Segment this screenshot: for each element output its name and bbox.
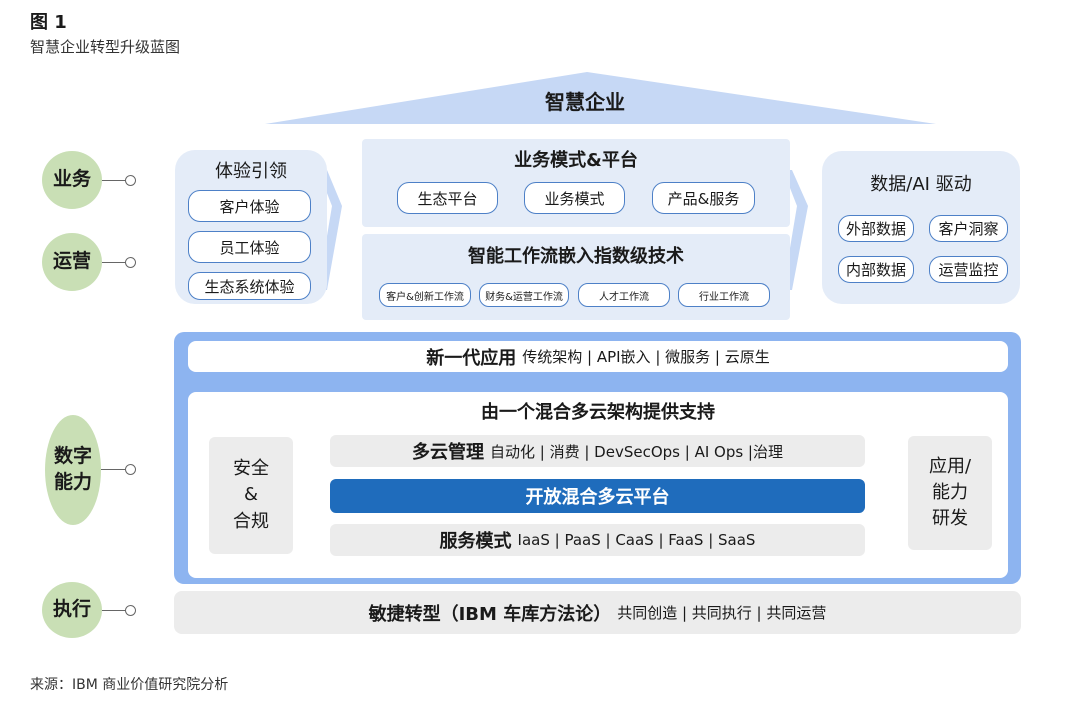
row-label-digital-line2: 能力 bbox=[53, 471, 92, 493]
agile-transformation-title: 敏捷转型（IBM 车库方法论） bbox=[368, 603, 612, 625]
agile-transformation-bar: 敏捷转型（IBM 车库方法论） 共同创造 | 共同执行 | 共同运营 bbox=[174, 591, 1021, 634]
customer-insight-pill: 客户洞察 bbox=[929, 215, 1008, 242]
security-line1: 安全 bbox=[233, 458, 269, 480]
row-label-digital: 数字 能力 bbox=[45, 415, 101, 525]
connector-line bbox=[101, 469, 126, 470]
workflow-title: 智能工作流嵌入指数级技术 bbox=[468, 246, 684, 267]
workflow-industry-pill: 行业工作流 bbox=[678, 283, 770, 307]
figure-subtitle: 智慧企业转型升级蓝图 bbox=[30, 38, 181, 56]
ecosystem-platform-pill: 生态平台 bbox=[397, 182, 498, 214]
row-label-business: 业务 bbox=[42, 151, 102, 209]
workflow-customer-pill: 客户&创新工作流 bbox=[379, 283, 471, 307]
agile-transformation-detail: 共同创造 | 共同执行 | 共同运营 bbox=[617, 604, 827, 622]
workflow-talent-pill: 人才工作流 bbox=[578, 283, 670, 307]
row-label-execution: 执行 bbox=[42, 582, 102, 638]
multicloud-management-title: 多云管理 bbox=[412, 442, 484, 463]
experience-ecosystem-pill: 生态系统体验 bbox=[188, 272, 311, 300]
external-data-pill: 外部数据 bbox=[838, 215, 914, 242]
rnd-line2: 能力 bbox=[932, 481, 968, 503]
app-rnd-box: 应用/ 能力 研发 bbox=[908, 436, 992, 550]
connector-dot bbox=[125, 257, 136, 268]
security-line2: & bbox=[243, 484, 259, 506]
new-apps-bar: 新一代应用 传统架构 | API嵌入 | 微服务 | 云原生 bbox=[188, 341, 1008, 372]
service-model-bar: 服务模式 IaaS | PaaS | CaaS | FaaS | SaaS bbox=[330, 524, 865, 556]
new-apps-title: 新一代应用 bbox=[426, 347, 517, 369]
connector-line bbox=[102, 610, 126, 611]
connector-dot bbox=[125, 605, 136, 616]
experience-title: 体验引领 bbox=[215, 161, 287, 182]
rnd-line3: 研发 bbox=[932, 508, 968, 530]
connector-dot bbox=[125, 175, 136, 186]
experience-employee-pill: 员工体验 bbox=[188, 231, 311, 263]
new-apps-detail: 传统架构 | API嵌入 | 微服务 | 云原生 bbox=[522, 348, 770, 366]
multicloud-management-bar: 多云管理 自动化 | 消费 | DevSecOps | AI Ops |治理 bbox=[330, 435, 865, 467]
row-label-digital-line1: 数字 bbox=[53, 445, 92, 468]
roof-title: 智慧企业 bbox=[545, 90, 625, 114]
service-model-title: 服务模式 bbox=[439, 531, 512, 552]
row-label-operations: 运营 bbox=[42, 233, 102, 291]
figure-number: 图 1 bbox=[30, 12, 67, 33]
service-model-detail: IaaS | PaaS | CaaS | FaaS | SaaS bbox=[517, 531, 756, 549]
rnd-line1: 应用/ bbox=[928, 455, 972, 477]
multicloud-management-detail: 自动化 | 消费 | DevSecOps | AI Ops |治理 bbox=[490, 442, 783, 461]
security-line3: 合规 bbox=[233, 510, 269, 532]
connector-dot bbox=[125, 464, 136, 475]
connector-line bbox=[102, 262, 126, 263]
connector-line bbox=[102, 180, 126, 181]
operations-monitoring-pill: 运营监控 bbox=[929, 256, 1008, 283]
internal-data-pill: 内部数据 bbox=[838, 256, 914, 283]
data-ai-title: 数据/AI 驱动 bbox=[870, 174, 972, 195]
business-model-title: 业务模式&平台 bbox=[514, 150, 638, 171]
workflow-finance-pill: 财务&运营工作流 bbox=[479, 283, 569, 307]
products-services-pill: 产品&服务 bbox=[652, 182, 755, 214]
source-note: 来源：IBM 商业价值研究院分析 bbox=[30, 677, 229, 693]
business-model-pill: 业务模式 bbox=[524, 182, 625, 214]
experience-customer-pill: 客户体验 bbox=[188, 190, 311, 222]
security-compliance-box: 安全 & 合规 bbox=[209, 437, 293, 554]
hybrid-cloud-title: 由一个混合多云架构提供支持 bbox=[481, 402, 715, 423]
open-hybrid-platform-bar: 开放混合多云平台 bbox=[330, 479, 865, 513]
